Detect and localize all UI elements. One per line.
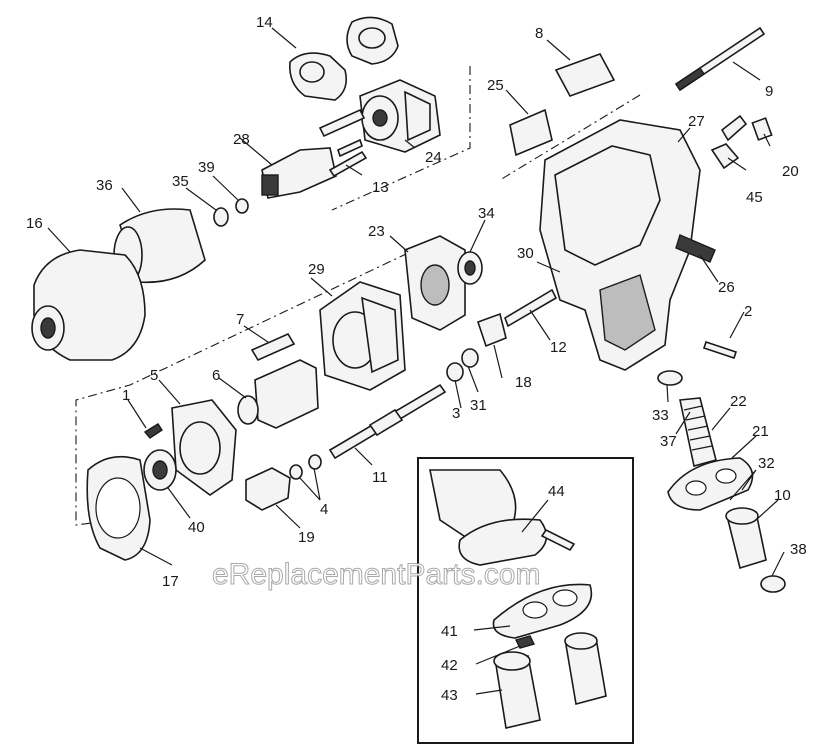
- label-6: 6: [212, 367, 220, 384]
- label-26: 26: [718, 279, 735, 296]
- leader-lines: [47, 27, 785, 695]
- label-40: 40: [188, 519, 205, 536]
- label-35: 35: [172, 173, 189, 190]
- label-28: 28: [233, 131, 250, 148]
- part-18-throttle: [476, 312, 507, 348]
- label-7: 7: [236, 311, 244, 328]
- part-29-cylinder: [319, 281, 406, 391]
- part-3-31-washers: [446, 348, 479, 382]
- part-41-plate: [492, 583, 593, 639]
- part-35-39-washers: [213, 198, 249, 227]
- label-34: 34: [478, 205, 495, 222]
- label-23: 23: [368, 223, 385, 240]
- label-13: 13: [372, 179, 389, 196]
- label-17: 17: [162, 573, 179, 590]
- part-45-reverse-valve: [710, 114, 748, 170]
- label-3: 3: [452, 405, 460, 422]
- label-43: 43: [441, 687, 458, 704]
- part-42-screw: [514, 635, 536, 649]
- part-34-bearing: [457, 251, 483, 285]
- label-12: 12: [550, 339, 567, 356]
- part-24-hammer-cage: [359, 79, 441, 153]
- label-38: 38: [790, 541, 807, 558]
- part-19-block: [245, 467, 291, 511]
- part-9-tie-rod: [674, 26, 766, 92]
- label-11: 11: [372, 469, 388, 486]
- part-12-valve-stem: [504, 288, 558, 328]
- label-16: 16: [26, 215, 43, 232]
- part-38-cap: [760, 575, 786, 593]
- part-5-front-plate: [171, 399, 237, 496]
- label-9: 9: [765, 83, 773, 100]
- label-36: 36: [96, 177, 113, 194]
- label-33: 33: [652, 407, 669, 424]
- part-26-nameplate: [675, 234, 716, 263]
- label-45: 45: [746, 189, 763, 206]
- label-22: 22: [730, 393, 747, 410]
- part-27-housing: [539, 119, 701, 371]
- part-7-vanes: [250, 332, 296, 362]
- part-14-clutch: [288, 16, 399, 101]
- label-19: 19: [298, 529, 315, 546]
- label-44: 44: [548, 483, 565, 500]
- inset-detail-box: [417, 457, 634, 744]
- label-21: 21: [752, 423, 769, 440]
- label-20: 20: [782, 163, 799, 180]
- part-6-rotor: [237, 359, 319, 429]
- part-23-end-plate: [404, 235, 466, 331]
- label-1: 1: [122, 387, 130, 404]
- part-13-pins: [328, 138, 368, 178]
- label-30: 30: [517, 245, 534, 262]
- label-32: 32: [758, 455, 775, 472]
- part-20-button: [751, 117, 773, 141]
- part-33-seat: [657, 370, 683, 386]
- label-18: 18: [515, 374, 532, 391]
- label-37: 37: [660, 433, 677, 450]
- part-8-label: [554, 53, 616, 97]
- assembly-axis-lines: [75, 66, 641, 526]
- label-29: 29: [308, 261, 325, 278]
- part-11-shaft: [328, 383, 447, 460]
- label-10: 10: [774, 487, 791, 504]
- label-41: 41: [441, 623, 458, 640]
- watermark: eReplacementParts.com: [212, 558, 540, 591]
- label-5: 5: [150, 367, 158, 384]
- label-42: 42: [441, 657, 458, 674]
- part-1-screw: [143, 423, 163, 439]
- part-17-gasket: [86, 455, 151, 561]
- label-2: 2: [744, 303, 752, 320]
- label-4: 4: [320, 501, 328, 518]
- part-4-washers: [289, 454, 322, 480]
- label-27: 27: [688, 113, 705, 130]
- part-2-pin: [702, 340, 738, 360]
- label-14: 14: [256, 14, 273, 31]
- label-8: 8: [535, 25, 543, 42]
- label-25: 25: [487, 77, 504, 94]
- part-number-labels: 14 8 9 25 27 20 28 24 13 35 39 36 16 34 …: [26, 14, 807, 704]
- part-43-bushing: [493, 651, 541, 729]
- part-22-spring: [679, 397, 717, 467]
- part-25-label: [509, 108, 553, 157]
- label-24: 24: [425, 149, 442, 166]
- label-31: 31: [470, 397, 487, 414]
- inset-pin: [540, 528, 576, 552]
- inset-bushing-b: [564, 632, 607, 705]
- part-28-anvil: [261, 108, 366, 199]
- part-16-hammer-case: [31, 249, 146, 361]
- part-10-bushing: [725, 507, 767, 570]
- part-40-bearing: [143, 449, 177, 491]
- label-39: 39: [198, 159, 215, 176]
- part-21-gasket: [667, 457, 754, 511]
